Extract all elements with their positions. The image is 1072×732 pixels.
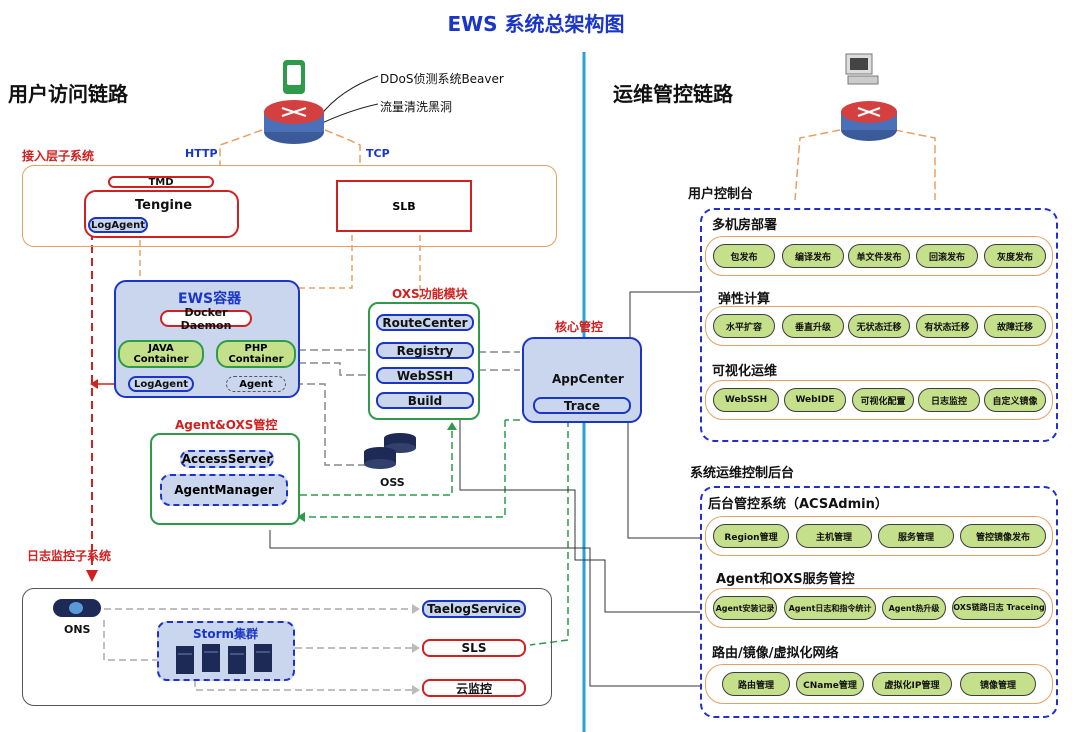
tcp-label: TCP [366,147,390,160]
multi-room-item[interactable]: 包发布 [713,244,775,268]
storm-label: Storm集群 [193,627,259,641]
oss-label: OSS [380,476,405,489]
multi-room-title: 多机房部署 [712,218,778,233]
oxs-module-label: OXS功能模块 [392,287,468,301]
routing-title: 路由/镜像/虚拟化网络 [712,646,839,661]
visual-item[interactable]: WebSSH [713,388,779,412]
cloud-monitor-box: 云监控 [422,679,526,697]
visual-ops-row [705,380,1053,420]
ews-container-title: EWS容器 [178,291,242,307]
registry: Registry [376,342,474,359]
routing-row [705,664,1053,704]
computer-icon [845,53,879,85]
elastic-item[interactable]: 垂直升级 [782,314,844,338]
webssh-module: WebSSH [376,367,474,384]
ops-backend-title: 系统运维控制后台 [690,466,795,481]
routing-item[interactable]: CName管理 [796,672,864,696]
elastic-title: 弹性计算 [718,292,771,307]
user-console-title: 用户控制台 [688,187,754,202]
elastic-item[interactable]: 无状态迁移 [848,314,910,338]
trace-box: Trace [533,397,631,414]
access-server: AccessServer [180,450,274,468]
multi-room-item[interactable]: 单文件发布 [848,244,910,268]
build-module: Build [376,392,474,409]
acs-row [705,516,1053,556]
server-rack-icon [176,644,272,674]
logagent-mid: LogAgent [128,376,194,392]
visual-item[interactable]: 日志监控 [918,388,980,412]
routing-item[interactable]: 镜像管理 [960,672,1036,696]
agent-oxs-service-title: Agent和OXS服务管控 [716,572,855,587]
elastic-item[interactable]: 有状态迁移 [916,314,978,338]
beaver-label: DDoS侦测系统Beaver [380,72,504,86]
agent-item[interactable]: Agent日志和指令统计 [784,596,876,620]
user-console-frame [700,208,1058,442]
visual-item[interactable]: 可视化配置 [852,388,914,412]
left-section-title: 用户访问链路 [8,82,128,106]
log-monitor-frame [22,588,552,706]
agent-manager: AgentManager [160,474,288,506]
ops-backend-frame [700,486,1058,718]
sls-box: SLS [422,639,526,657]
blackhole-label: 流量清洗黑洞 [380,100,453,114]
visual-item[interactable]: 自定义镜像 [984,388,1046,412]
ons-icon [53,599,101,617]
acs-item[interactable]: 主机管理 [796,524,872,548]
ons-label: ONS [64,623,91,636]
oss-storage-icon [364,433,416,469]
multi-room-row [705,236,1053,276]
agent-box: Agent [226,376,286,392]
tmd-box: TMD [108,176,214,188]
access-layer-label: 接入层子系统 [22,149,95,163]
router-right-icon [841,101,897,141]
acs-item[interactable]: 服务管理 [878,524,954,548]
slb-box: SLB [336,180,472,232]
visual-item[interactable]: WebIDE [784,388,846,412]
acs-admin-title: 后台管控系统（ACSAdmin） [708,497,888,512]
agent-item[interactable]: OXS链路日志 Traceing [952,596,1046,620]
elastic-row [705,306,1053,346]
phone-icon [283,60,305,94]
tengine-label: Tengine [135,198,193,213]
http-label: HTTP [185,147,218,160]
page-title: EWS 系统总架构图 [447,12,625,36]
right-section-title: 运维管控链路 [613,82,733,106]
multi-room-item[interactable]: 回滚发布 [916,244,978,268]
java-container: JAVA Container [118,340,204,368]
multi-room-item[interactable]: 灰度发布 [984,244,1046,268]
taelog-service: TaelogService [422,600,526,618]
agent-item[interactable]: Agent热升级 [882,596,946,620]
agent-row [705,588,1053,628]
visual-ops-title: 可视化运维 [712,364,778,379]
core-control-label: 核心管控 [555,320,604,334]
appcenter-label: AppCenter [552,372,624,386]
route-center: RouteCenter [376,314,474,331]
php-container: PHP Container [216,340,296,368]
log-monitor-label: 日志监控子系统 [27,549,112,563]
agent-item[interactable]: Agent安装记录 [713,596,777,620]
multi-room-item[interactable]: 编译发布 [782,244,844,268]
routing-item[interactable]: 路由管理 [722,672,790,696]
docker-daemon: Docker Daemon [160,306,252,332]
agent-oxs-label: Agent&OXS管控 [175,418,278,432]
routing-item[interactable]: 虚拟化IP管理 [872,672,952,696]
logagent-top: LogAgent [88,217,148,233]
elastic-item[interactable]: 水平扩容 [713,314,775,338]
tengine-box [84,190,239,238]
elastic-item[interactable]: 故障迁移 [984,314,1046,338]
router-icon [264,100,324,144]
acs-item[interactable]: 管控镜像发布 [960,524,1046,548]
acs-item[interactable]: Region管理 [713,524,789,548]
access-layer-frame [22,165,557,247]
